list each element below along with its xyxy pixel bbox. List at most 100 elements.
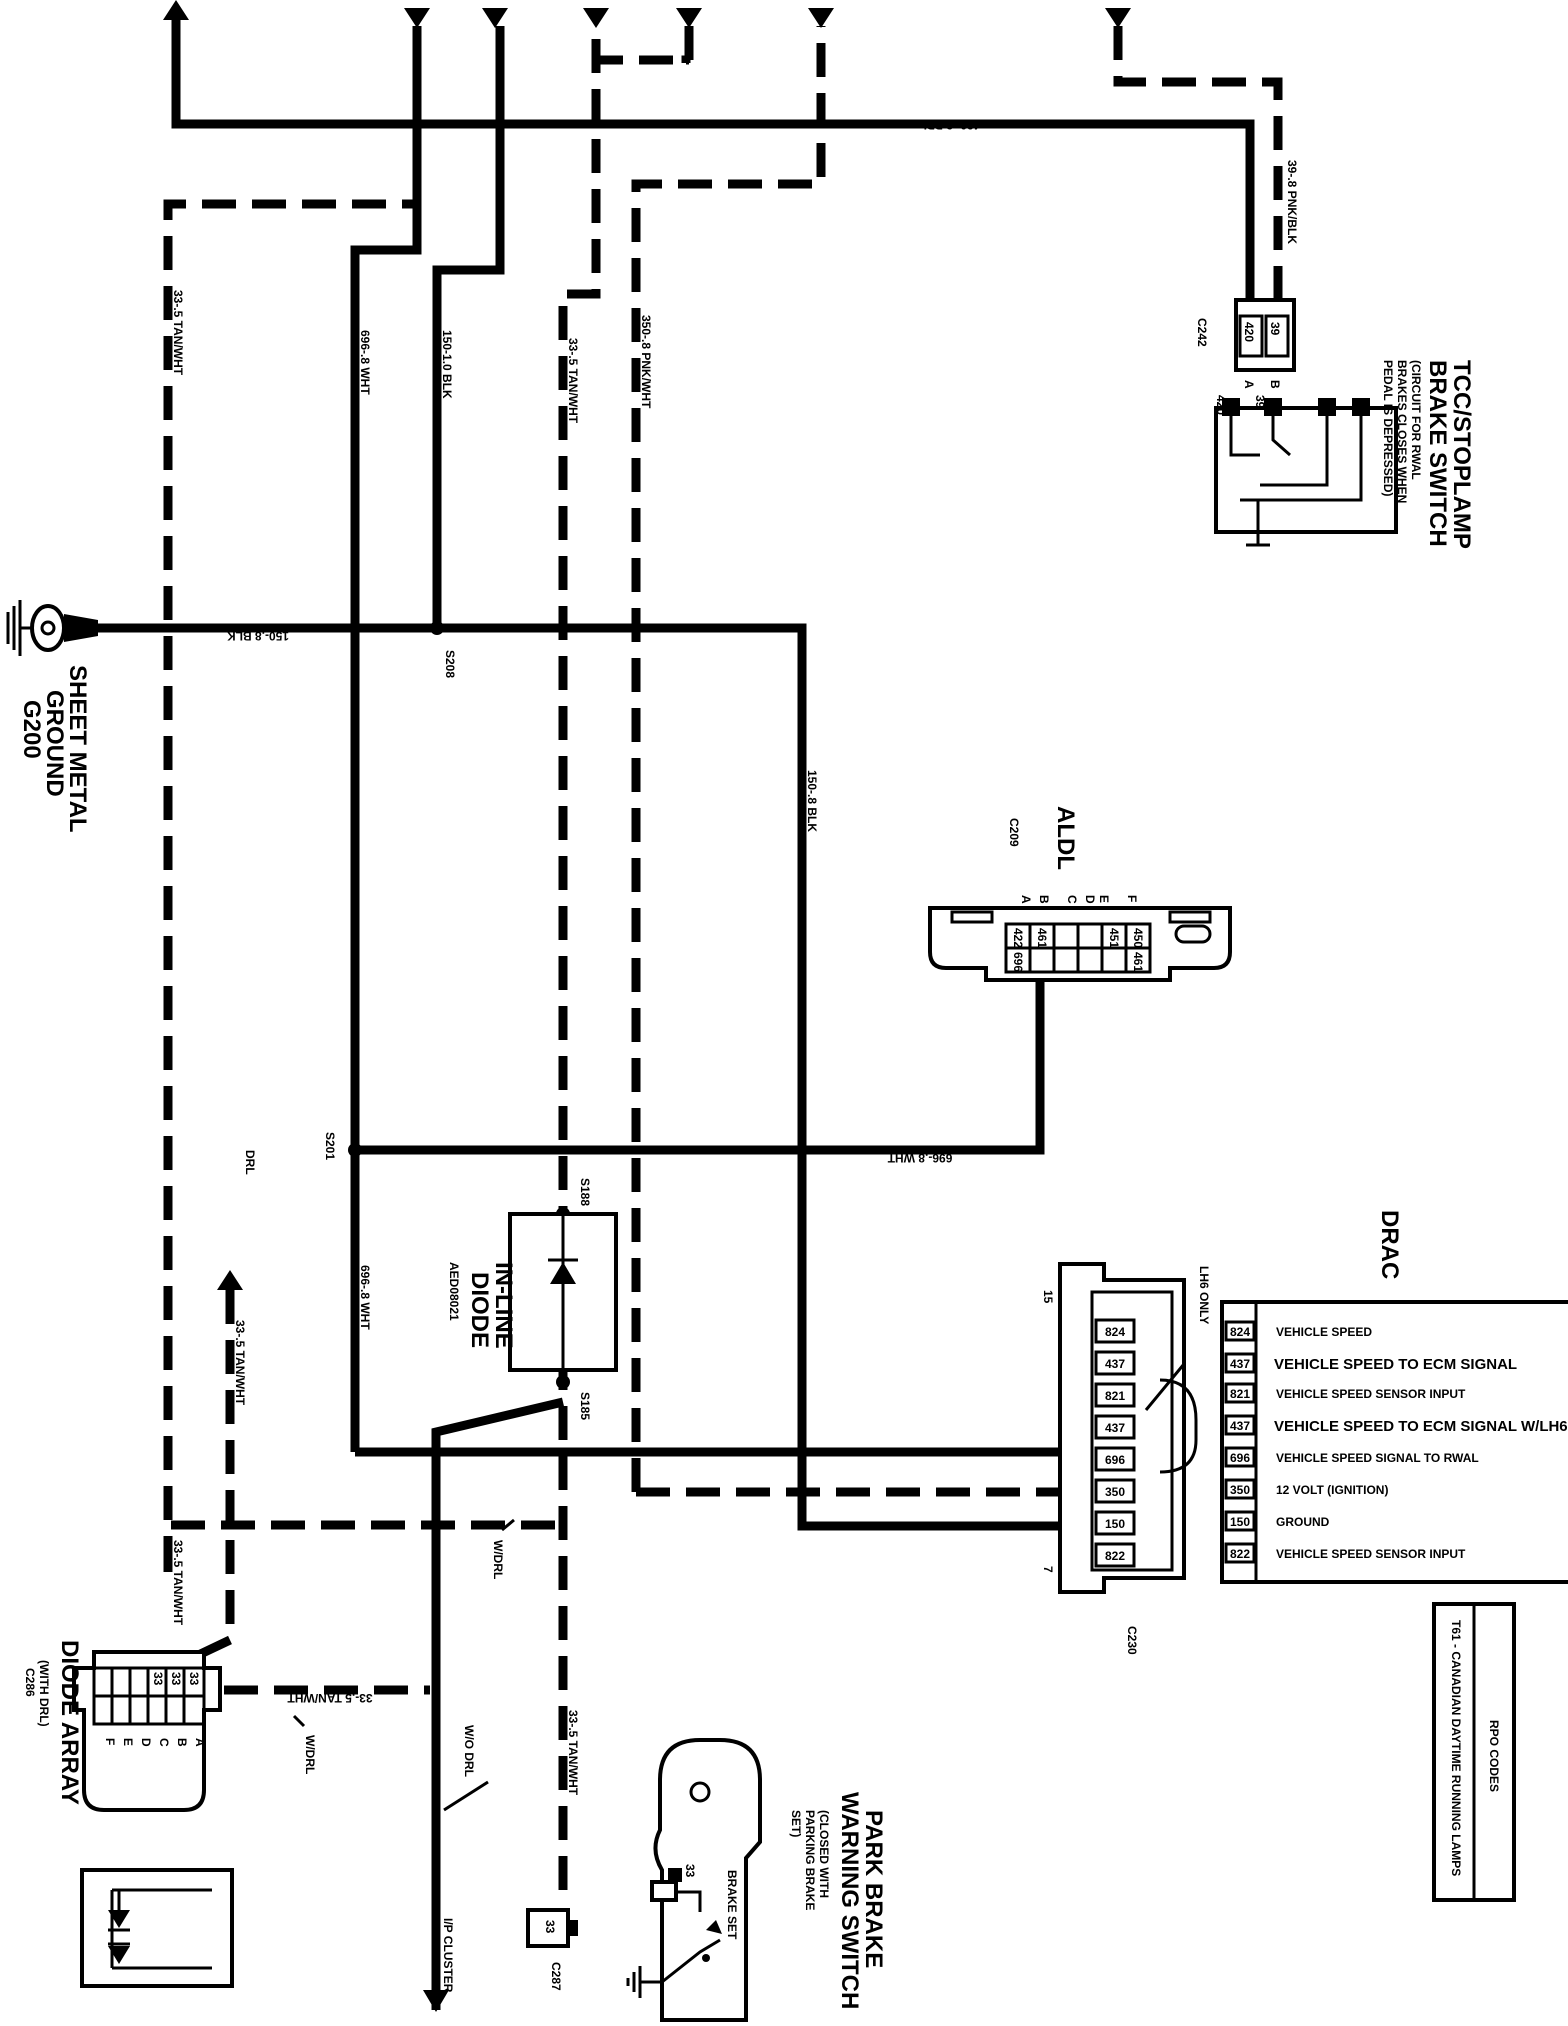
brake-switch-body <box>1216 408 1396 532</box>
label-33-tan-wht-d: 33-.5 TAN/WHT <box>171 1540 185 1626</box>
park-brake-title-1: PARK BRAKE <box>860 1810 887 1968</box>
legend-desc-2: VEHICLE SPEED TO ECM SIGNAL <box>1274 1356 1517 1373</box>
drac-lh6-only: LH6 ONLY <box>1197 1266 1211 1324</box>
label-33-tan-wht-c: 33-.5 TAN/WHT <box>233 1320 247 1406</box>
drac-pin-7: 7 <box>1041 1566 1055 1573</box>
diode-array-letter-f: F <box>103 1738 117 1745</box>
aldl-connector-body <box>930 908 1230 980</box>
park-brake-note-3: SET) <box>789 1810 803 1837</box>
diode-array-pin-33-a: 33 <box>151 1672 165 1686</box>
aldl-letter-c: C <box>1065 895 1079 904</box>
c242-pin-39: 39 <box>1268 322 1282 336</box>
wire-33-branch-b <box>596 26 689 60</box>
c242-label: C242 <box>1195 318 1209 347</box>
label-39-pnk-blk: 39-.8 PNK/BLK <box>1285 160 1299 244</box>
legend-desc-5: VEHICLE SPEED SIGNAL TO RWAL <box>1276 1451 1479 1465</box>
aldl-letter-f: F <box>1125 895 1139 902</box>
aldl-group: ALDL C209 F E D C B A 450 451 461 422 46… <box>930 806 1230 980</box>
drac-connector-label: C230 <box>1125 1626 1139 1655</box>
label-ip-cluster: I/P CLUSTER <box>441 1918 455 1993</box>
splice-s185-dot <box>556 1375 570 1389</box>
diode-array-letter-c: C <box>157 1738 171 1747</box>
brake-switch-group: 420 39 A B C242 420 39 TCC/STOPLAMP BRAK… <box>1195 300 1475 549</box>
legend-desc-8: VEHICLE SPEED SENSOR INPUT <box>1276 1547 1466 1561</box>
label-33-tan-wht-f: 33-.5 TAN/WHT <box>566 1710 580 1796</box>
park-brake-title-2: WARNING SWITCH <box>836 1792 863 2009</box>
label-696-wht-a: 696-.8 WHT <box>358 330 372 395</box>
brake-switch-note-3: PEDAL IS DEPRESSED) <box>1381 360 1395 496</box>
legend-circuit-7: 150 <box>1230 1515 1250 1529</box>
legend-circuit-1: 824 <box>1230 1325 1250 1339</box>
park-brake-group: 33 BRAKE SET PARK BRAKE WARNING SWITCH (… <box>628 1740 887 2020</box>
drac-cavity-821: 821 <box>1105 1389 1125 1403</box>
diode-array-title: DIODE ARRAY <box>56 1640 83 1805</box>
c242-letter-b: B <box>1268 380 1282 389</box>
wire-696-aldl <box>355 970 1040 1150</box>
aldl-connector-label: C209 <box>1007 818 1021 847</box>
inline-diode-group: IN-LINE DIODE AED08021 <box>447 1214 616 1370</box>
label-33-tan-wht-a: 33-.5 TAN/WHT <box>171 290 185 376</box>
legend-desc-1: VEHICLE SPEED <box>1276 1325 1372 1339</box>
ip-cluster-arrow <box>423 1990 449 2012</box>
aldl-letter-e: E <box>1097 895 1111 903</box>
wo-drl-pointer <box>444 1782 488 1810</box>
splice-s188-label: S188 <box>578 1178 592 1206</box>
wire-150-10-blk <box>437 26 500 628</box>
label-w-drl-b: W/DRL <box>303 1735 317 1774</box>
label-696-wht-b: 696-.8 WHT <box>887 1151 952 1165</box>
brake-switch-title-2: BRAKE SWITCH <box>1424 360 1451 547</box>
c242-letter-a: A <box>1242 380 1256 389</box>
legend-circuit-8: 822 <box>1230 1547 1250 1561</box>
ground-line-3: G200 <box>18 700 45 759</box>
drac-cavity-696: 696 <box>1105 1453 1125 1467</box>
legend-circuit-4: 437 <box>1230 1419 1250 1433</box>
inline-diode-line-2: DIODE <box>466 1272 493 1348</box>
label-150-blk-b: 150-.8 BLK <box>805 770 819 832</box>
c242-pin-420: 420 <box>1242 322 1256 342</box>
drac-legend <box>1222 1302 1568 1582</box>
switch-pin-420: 420 <box>1214 395 1228 415</box>
label-33-tan-wht-b: 33-.5 TAN/WHT <box>566 338 580 424</box>
drac-pin-15: 15 <box>1041 1290 1055 1304</box>
diode-array-pin-33-c: 33 <box>187 1672 201 1686</box>
park-brake-set-label: BRAKE SET <box>725 1870 739 1940</box>
drac-group: DRAC C230 15 7 LH6 ONLY 824 437 821 437 … <box>1041 1210 1568 1655</box>
rpo-header: RPO CODES <box>1487 1720 1501 1792</box>
aldl-title: ALDL <box>1052 806 1079 870</box>
wire-33-tan-wht-left <box>168 26 417 1570</box>
label-w-drl-a: W/DRL <box>491 1540 505 1579</box>
aldl-letter-a: A <box>1019 895 1033 904</box>
drac-cavity-437b: 437 <box>1105 1421 1125 1435</box>
park-brake-pin: 33 <box>683 1864 697 1878</box>
aldl-pin-f-top: 450 <box>1131 928 1145 948</box>
diode-array-letter-b: B <box>175 1738 189 1747</box>
legend-circuit-2: 437 <box>1230 1357 1250 1371</box>
splice-s201-label: S201 <box>323 1132 337 1160</box>
diode-array-letter-d: D <box>139 1738 153 1747</box>
drl-arrow <box>217 1270 243 1290</box>
aldl-letter-b: B <box>1037 895 1051 904</box>
legend-desc-3: VEHICLE SPEED SENSOR INPUT <box>1276 1387 1466 1401</box>
legend-desc-7: GROUND <box>1276 1515 1330 1529</box>
wire-33-tan-wht-center <box>563 26 596 1890</box>
label-696-wht-c: 696-.8 WHT <box>358 1265 372 1330</box>
aldl-pin-e-top: 451 <box>1107 928 1121 948</box>
diode-array-letter-a: A <box>193 1738 207 1747</box>
label-33-tan-wht-e: 33-.5 TAN/WHT <box>287 1691 373 1705</box>
drac-cavity-150: 150 <box>1105 1517 1125 1531</box>
diode-array-letter-e: E <box>121 1738 135 1746</box>
drac-cavity-824: 824 <box>1105 1325 1125 1339</box>
diode-array-connector: C286 <box>23 1668 37 1697</box>
rpo-codes-group: RPO CODES T61 - CANADIAN DAYTIME RUNNING… <box>1434 1604 1514 1900</box>
splice-s208-label: S208 <box>443 650 457 678</box>
brake-switch-note-1: (CIRCUIT FOR RWAL <box>1409 360 1423 480</box>
label-wo-drl: W/O DRL <box>462 1725 476 1777</box>
rpo-entry: T61 - CANADIAN DAYTIME RUNNING LAMPS <box>1449 1620 1463 1876</box>
wires <box>98 18 1278 2012</box>
aldl-pin-a-top: 422 <box>1011 928 1025 948</box>
c287-label: C287 <box>549 1962 563 1991</box>
ground-group: SHEET METAL GROUND G200 <box>8 600 98 833</box>
splice-s208-dot <box>430 621 444 635</box>
park-brake-note-2: PARKING BRAKE <box>803 1810 817 1910</box>
